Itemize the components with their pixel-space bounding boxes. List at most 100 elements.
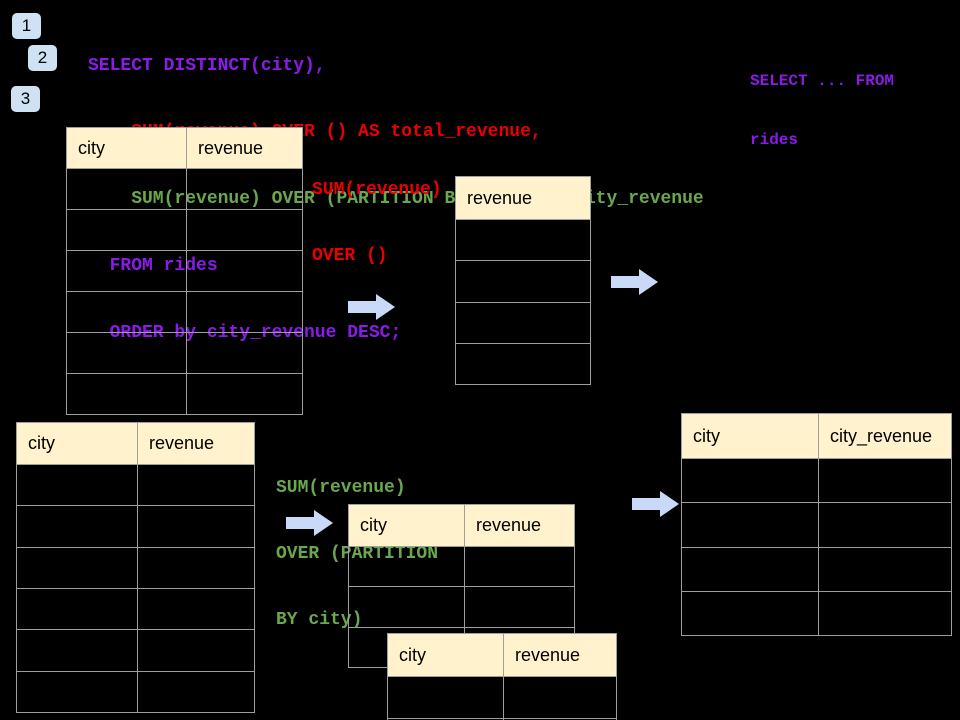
table-cell (186, 292, 302, 332)
table-total-revenue-result: revenue (455, 176, 591, 385)
arrow-right-icon (611, 269, 658, 295)
table-row (67, 168, 302, 209)
table-row (17, 546, 254, 588)
table-cell (137, 588, 254, 630)
annotation-line: SUM(revenue) (276, 478, 406, 498)
table-cell (503, 677, 616, 718)
table-row (67, 332, 302, 373)
table-rides-top: city revenue (66, 127, 303, 415)
table-cell (186, 169, 302, 209)
header-cell-city: city (399, 644, 426, 665)
table-cell (137, 465, 254, 506)
table-cell (17, 548, 137, 588)
header-cell-city: city (28, 433, 55, 453)
code-line: SELECT DISTINCT(city), (88, 55, 326, 76)
table-row (17, 670, 254, 712)
table-row (17, 464, 254, 506)
table-cell (349, 547, 464, 586)
table-cell (682, 548, 818, 591)
table-header-row: revenue (456, 177, 590, 219)
table-cell (818, 459, 951, 503)
table-row (388, 676, 616, 718)
table-row (456, 342, 590, 384)
table-cell (349, 587, 464, 626)
arrow-head (314, 510, 333, 536)
table-row (67, 291, 302, 332)
table-cell (137, 547, 254, 588)
table-cell (682, 459, 818, 502)
table-cell (818, 591, 951, 635)
table-row (682, 458, 951, 503)
table-cell (456, 303, 590, 343)
arrow-head (639, 269, 658, 295)
header-cell-city: city (693, 425, 720, 446)
header-cell-revenue: revenue (467, 187, 533, 208)
arrow-shaft (286, 517, 314, 529)
table-partition-overlay: city revenue (387, 633, 617, 720)
table-cell (818, 547, 951, 591)
table-cell (818, 503, 951, 547)
table-body (682, 458, 951, 635)
arrow-shaft (632, 498, 660, 510)
header-cell-revenue: revenue (503, 634, 616, 676)
table-cell (17, 672, 137, 712)
table-cell (137, 671, 254, 712)
table-body (388, 676, 616, 720)
table-cell (682, 503, 818, 546)
table-cell (17, 589, 137, 629)
table-row (456, 219, 590, 260)
arrow-shaft (348, 301, 376, 313)
code-line: ORDER by city_revenue DESC; (88, 323, 402, 344)
side-note: SELECT ... FROM rides (750, 33, 894, 170)
header-cell-revenue: revenue (137, 423, 254, 464)
table-row (67, 209, 302, 250)
table-header-row: city city_revenue (682, 414, 951, 458)
header-cell-city: city (78, 137, 105, 158)
table-row (67, 250, 302, 291)
table-row (456, 301, 590, 343)
table-cell (137, 506, 254, 547)
table-row (349, 586, 574, 627)
code-line: FROM rides (88, 256, 218, 277)
header-cell-revenue: revenue (186, 128, 302, 168)
table-cell (67, 169, 186, 209)
table-partition-step: city revenue (348, 504, 575, 668)
table-cell (186, 333, 302, 373)
table-rides-bottom: city revenue (16, 422, 255, 713)
table-body (67, 168, 302, 414)
arrow-right-icon (286, 510, 333, 536)
header-cell-city: city (360, 515, 387, 535)
table-cell (682, 592, 818, 635)
table-cell (464, 547, 574, 587)
table-header-row: city revenue (67, 128, 302, 168)
table-row (682, 546, 951, 591)
table-cell (388, 677, 503, 718)
header-cell-revenue: revenue (464, 505, 574, 546)
annotation-line: OVER (PARTITION (276, 544, 439, 564)
side-note-line: rides (750, 130, 799, 149)
table-row (682, 590, 951, 635)
table-header-row: city revenue (17, 423, 254, 464)
arrow-right-icon (348, 294, 395, 320)
table-row (456, 260, 590, 301)
table-cell (186, 251, 302, 291)
table-cell (67, 333, 186, 373)
arrow-right-icon (632, 491, 679, 517)
table-cell (67, 251, 186, 291)
table-cell (67, 292, 186, 332)
table-row (682, 502, 951, 547)
step-badge-2: 2 (28, 45, 57, 71)
table-cell (464, 587, 574, 627)
table-city-revenue-result: city city_revenue (681, 413, 952, 636)
table-row (17, 629, 254, 671)
annotation-line: OVER () (312, 246, 388, 266)
step-badge-1: 1 (12, 13, 41, 39)
table-row (67, 373, 302, 414)
table-body (17, 464, 254, 712)
annotation-line: SUM(revenue) (312, 180, 442, 200)
table-header-row: city revenue (349, 505, 574, 546)
table-cell (17, 465, 137, 505)
arrow-head (660, 491, 679, 517)
table-row (17, 505, 254, 547)
